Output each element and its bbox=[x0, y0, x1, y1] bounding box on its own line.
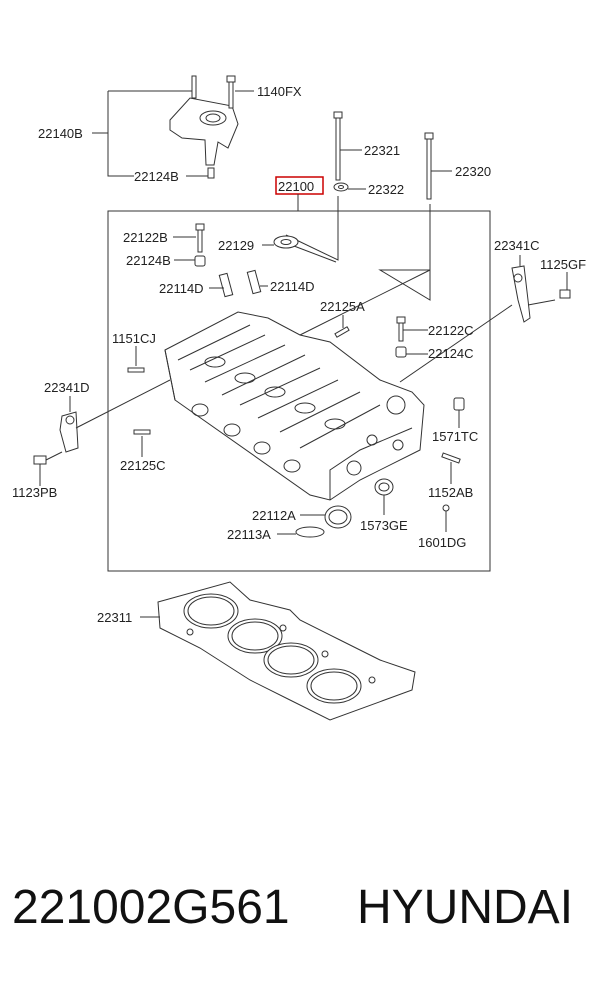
label-22322: 22322 bbox=[368, 182, 404, 197]
label-22341D: 22341D bbox=[44, 380, 90, 395]
label-22125C: 22125C bbox=[120, 458, 166, 473]
caption-brand: HYUNDAI bbox=[357, 881, 574, 934]
label-22125A: 22125A bbox=[320, 299, 365, 314]
label-1151CJ: 1151CJ bbox=[112, 331, 156, 346]
label-22114D-left: 22114D bbox=[159, 281, 204, 296]
label-22140B: 22140B bbox=[38, 126, 83, 141]
part-labels: 1140FX 22140B 22124B 22321 22320 22322 2… bbox=[12, 84, 586, 625]
label-22100: 22100 bbox=[278, 179, 314, 194]
label-1123PB: 1123PB bbox=[12, 485, 57, 500]
water-outlet-assembly bbox=[92, 75, 254, 179]
label-22114D-right: 22114D bbox=[270, 279, 315, 294]
label-22122B: 22122B bbox=[123, 230, 168, 245]
label-22311: 22311 bbox=[97, 610, 132, 625]
label-22122C: 22122C bbox=[428, 323, 474, 338]
label-1140FX: 1140FX bbox=[257, 84, 302, 99]
exploded-parts-diagram: 1140FX 22140B 22124B 22321 22320 22322 2… bbox=[12, 75, 586, 721]
label-22113A: 22113A bbox=[227, 527, 271, 542]
cylinder-head-frame bbox=[107, 210, 491, 572]
label-1125GF: 1125GF bbox=[540, 257, 586, 272]
highlight-box-22100 bbox=[275, 176, 324, 195]
label-22341C: 22341C bbox=[494, 238, 540, 253]
label-1571TC: 1571TC bbox=[432, 429, 478, 444]
head-bolts bbox=[333, 111, 452, 200]
label-22124B: 22124B bbox=[126, 253, 171, 268]
label-22129: 22129 bbox=[218, 238, 254, 253]
label-22124B-top: 22124B bbox=[134, 169, 179, 184]
side-brackets bbox=[33, 255, 571, 486]
label-1601DG: 1601DG bbox=[418, 535, 466, 550]
label-1573GE: 1573GE bbox=[360, 518, 408, 533]
small-parts bbox=[127, 223, 465, 538]
label-22112A: 22112A bbox=[252, 508, 296, 523]
caption-part-number: 221002G561 bbox=[12, 881, 290, 934]
label-22124C: 22124C bbox=[428, 346, 474, 361]
head-gasket bbox=[140, 581, 416, 721]
cylinder-head-body bbox=[164, 311, 425, 501]
label-1152AB: 1152AB bbox=[428, 485, 473, 500]
label-22320: 22320 bbox=[455, 164, 491, 179]
label-22321: 22321 bbox=[364, 143, 400, 158]
